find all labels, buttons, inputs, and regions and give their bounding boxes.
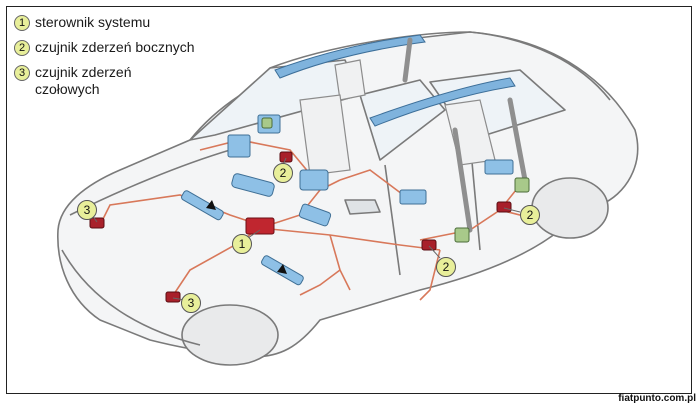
watermark: fiatpunto.com.pl <box>618 393 696 404</box>
impact-sensors <box>89 151 512 303</box>
legend-item-front-sensor: 3 czujnik zderzeń czołowych <box>14 64 195 98</box>
direction-arrows <box>206 200 287 274</box>
pretensioners <box>261 117 530 243</box>
callout-control-unit: 1 <box>232 234 252 254</box>
seatbelts <box>402 37 528 233</box>
legend-number-badge: 1 <box>14 15 30 31</box>
callout-side-sensor-front: 2 <box>273 163 293 183</box>
legend-item-control-unit: 1 sterownik systemu <box>14 14 195 31</box>
airbag-modules <box>181 114 514 286</box>
curtain-airbag <box>274 34 516 127</box>
legend-number-badge: 3 <box>14 65 30 81</box>
legend-number-badge: 2 <box>14 40 30 56</box>
control-unit <box>245 217 275 235</box>
legend-label: sterownik systemu <box>35 14 151 30</box>
callout-side-sensor-door: 2 <box>436 257 456 277</box>
legend-label: czujnik zderzeń czołowych <box>35 64 132 97</box>
callout-front-sensor-right: 3 <box>181 293 201 313</box>
callout-side-sensor-rear: 2 <box>520 205 540 225</box>
legend: 1 sterownik systemu 2 czujnik zderzeń bo… <box>14 14 195 106</box>
callout-front-sensor-left: 3 <box>77 200 97 220</box>
legend-label: czujnik zderzeń bocznych <box>35 39 195 55</box>
legend-item-side-sensor: 2 czujnik zderzeń bocznych <box>14 39 195 56</box>
wiring-harness <box>99 139 531 301</box>
